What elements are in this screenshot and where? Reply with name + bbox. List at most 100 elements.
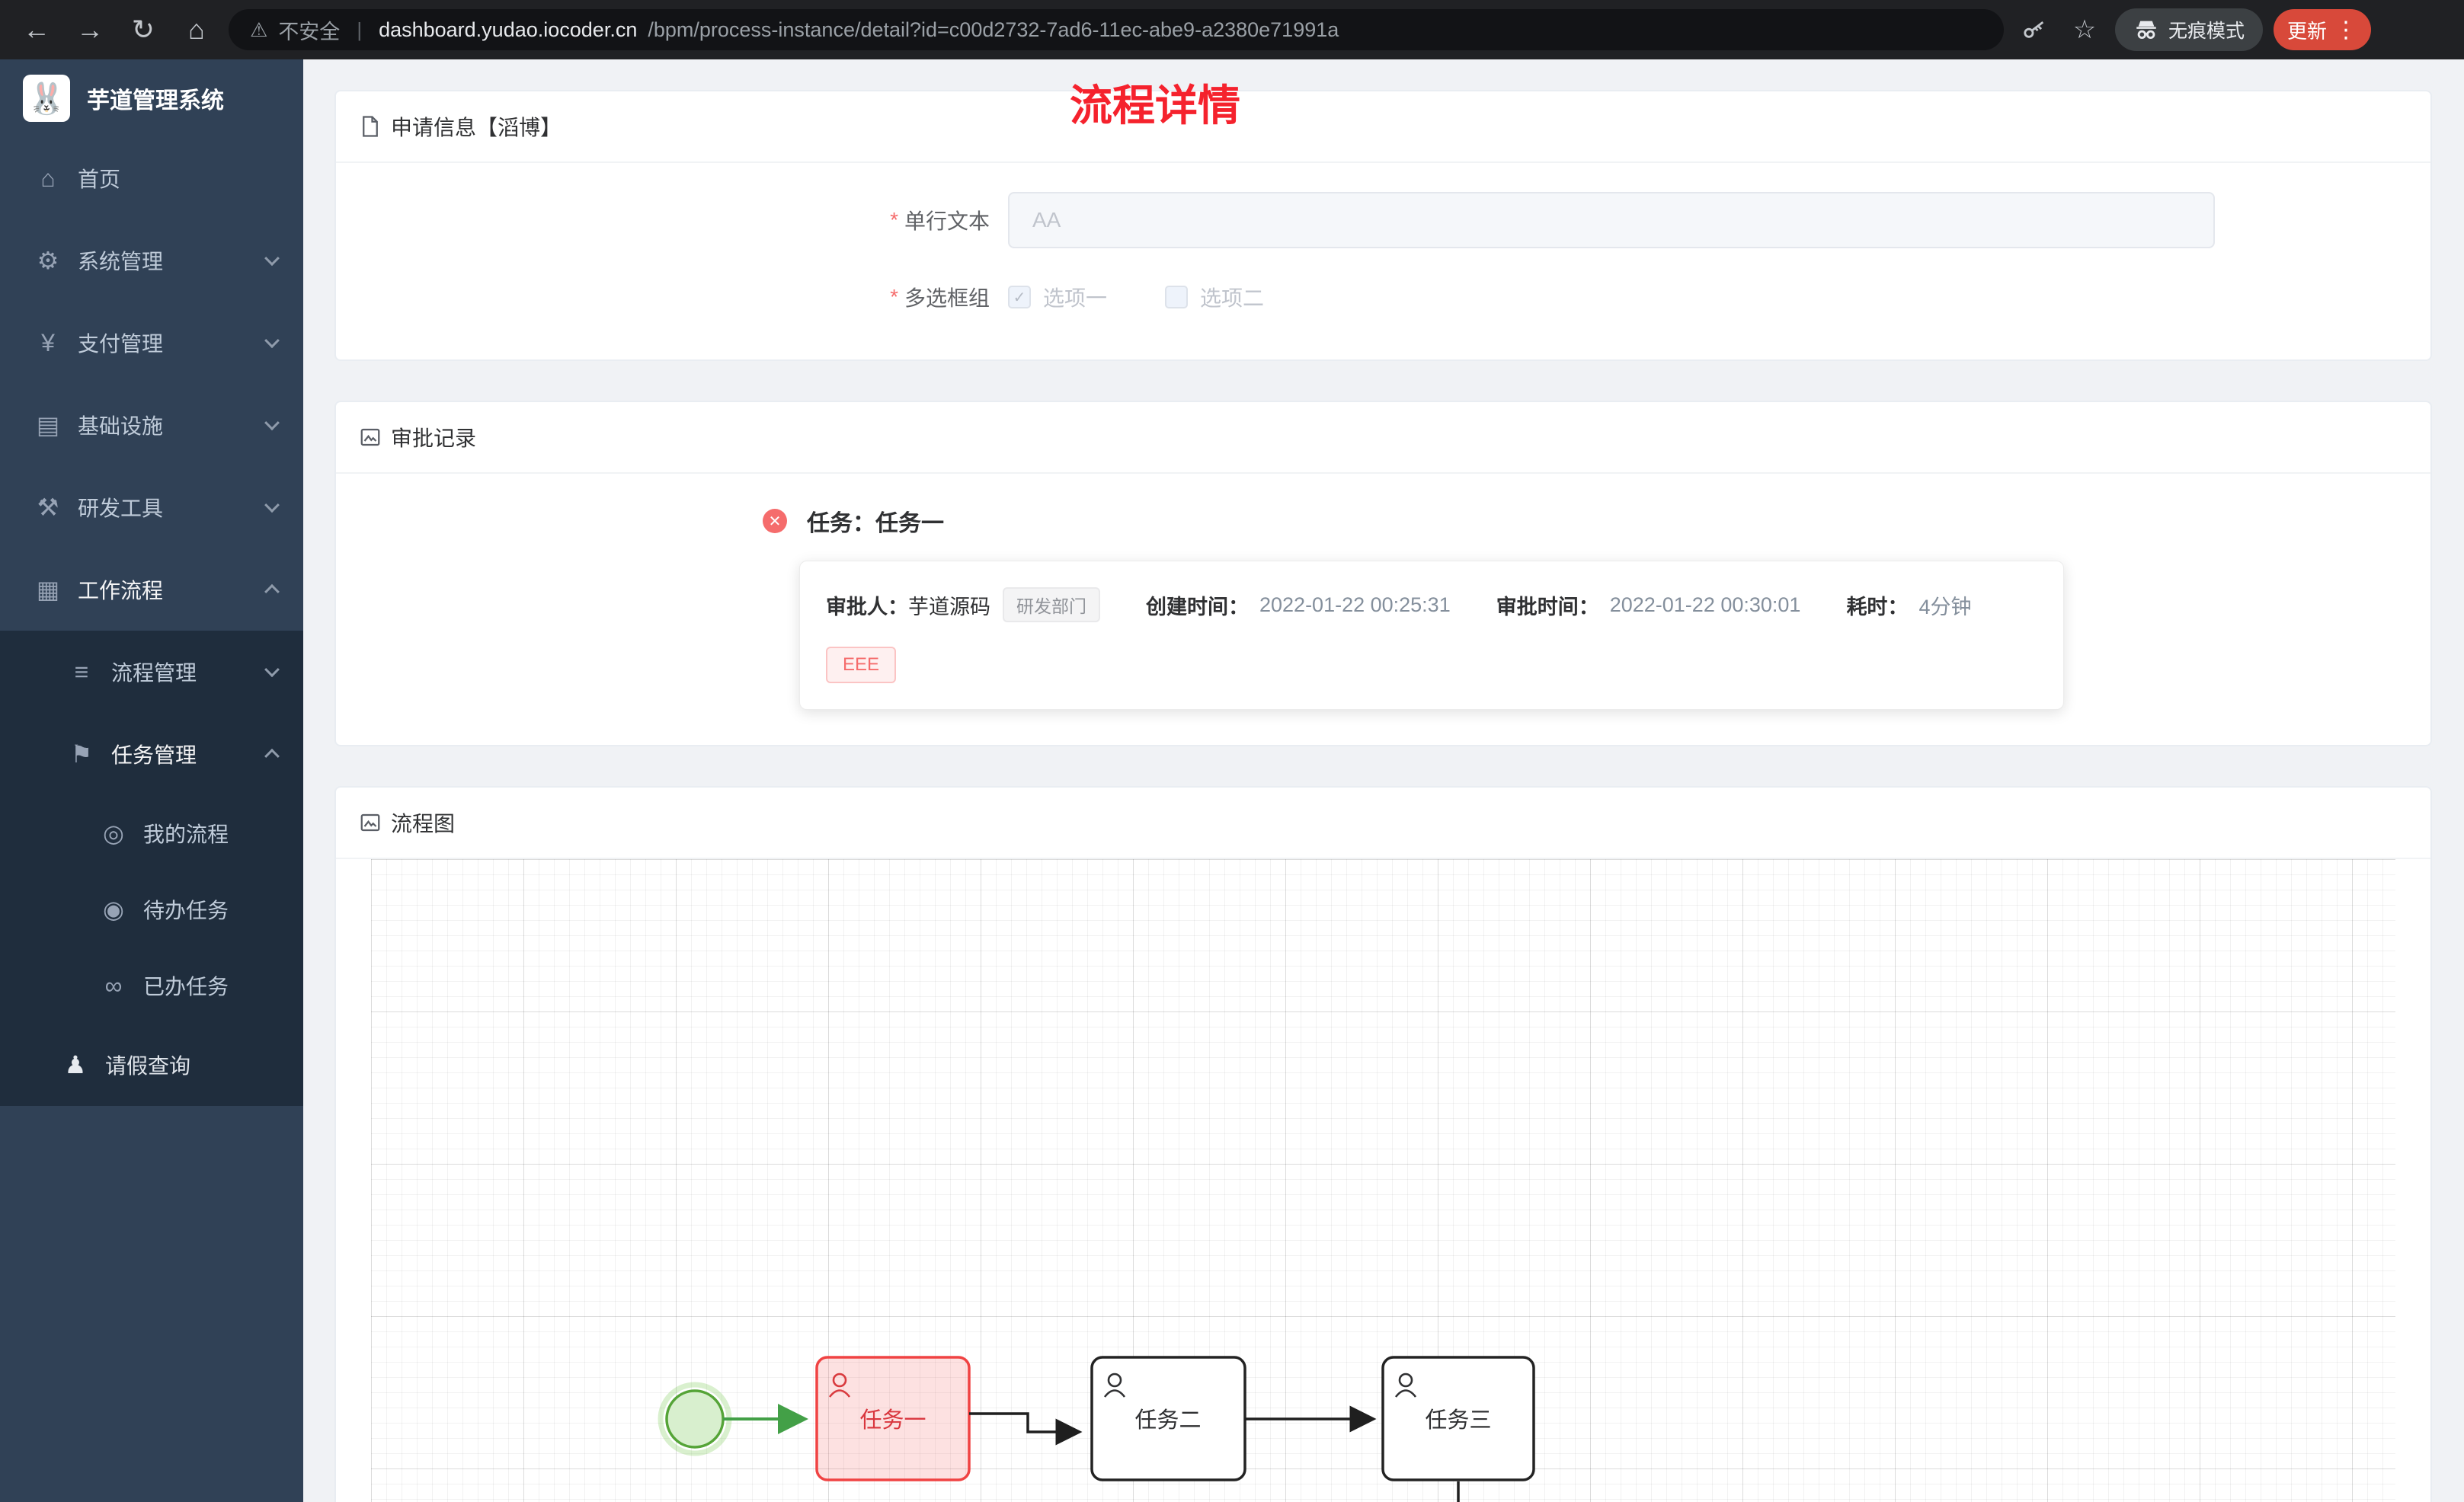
document-icon <box>363 116 378 137</box>
process-diagram-card: 流程图 <box>334 786 2432 1502</box>
chevron-down-icon <box>264 251 280 267</box>
create-time-label: 创建时间： <box>1146 595 1249 618</box>
key-icon <box>2024 21 2044 38</box>
approve-time-value: 2022-01-22 00:30:01 <box>1609 593 1801 616</box>
field-label-text: 单行文本 <box>904 209 990 233</box>
required-mark: * <box>890 208 898 232</box>
chevron-down-icon <box>264 333 280 349</box>
sidebar-item-devtools[interactable]: ⚒ 研发工具 <box>0 466 303 548</box>
not-secure-label[interactable]: 不安全 <box>278 20 341 43</box>
back-button[interactable]: ← <box>23 14 50 45</box>
browser-update-button[interactable]: 更新 ⋮ <box>2274 9 2372 50</box>
sequence-flow <box>969 1412 1083 1446</box>
task-node-2[interactable]: 任务二 <box>1090 1356 1246 1481</box>
picture-icon <box>360 428 380 446</box>
forward-button[interactable]: → <box>76 14 104 45</box>
approver-label: 审批人： <box>826 595 908 618</box>
menu-label: 首页 <box>78 168 121 191</box>
field-label-text: 多选框组 <box>904 286 990 310</box>
task-node-1[interactable]: 任务一 <box>815 1356 971 1481</box>
bpmn-canvas[interactable]: 任务一 任务二 <box>371 859 2395 1502</box>
reload-button[interactable]: ↻ <box>131 14 155 45</box>
sidebar-item-infrastructure[interactable]: ▤ 基础设施 <box>0 384 303 466</box>
sidebar-item-home[interactable]: ⌂ 首页 <box>0 137 303 219</box>
task-label: 任务一 <box>859 1408 926 1433</box>
menu-label: 流程管理 <box>111 661 197 685</box>
menu-label: 支付管理 <box>78 332 164 356</box>
chevron-down-icon <box>264 415 280 431</box>
warning-icon: ⚠ <box>250 18 268 41</box>
tools-icon: ⚒ <box>37 494 59 521</box>
chevron-up-icon <box>264 748 280 764</box>
sidebar-item-workflow[interactable]: ▦ 工作流程 <box>0 548 303 631</box>
sidebar-item-my-processes[interactable]: ◎ 我的流程 <box>0 795 303 871</box>
gear-icon: ⚙ <box>37 247 59 274</box>
menu-label: 请假查询 <box>105 1054 191 1078</box>
menu-label: 系统管理 <box>78 250 164 273</box>
field-label: * 单行文本 <box>336 205 1008 235</box>
checkbox-option-1[interactable]: ✓ 选项一 <box>1008 282 1107 312</box>
checkbox-label: 选项一 <box>1043 286 1108 310</box>
chevron-down-icon <box>264 662 280 678</box>
reject-status-icon: ✕ <box>763 509 787 533</box>
department-tag: 研发部门 <box>1003 587 1100 622</box>
chat-icon: ◎ <box>103 820 124 847</box>
checkbox-unchecked-icon[interactable] <box>1165 286 1189 308</box>
incognito-label: 无痕模式 <box>2168 21 2245 42</box>
glasses-icon: ∞ <box>104 971 123 999</box>
duration-value: 4分钟 <box>1918 595 1972 618</box>
bookmark-star-icon[interactable]: ☆ <box>2072 15 2097 44</box>
address-bar[interactable]: ⚠ 不安全 | dashboard.yudao.iocoder.cn/bpm/p… <box>229 9 2004 50</box>
password-key-icon[interactable] <box>2014 10 2054 50</box>
sidebar-item-payment[interactable]: ¥ 支付管理 <box>0 302 303 384</box>
home-button[interactable]: ⌂ <box>188 14 205 45</box>
menu-label: 研发工具 <box>78 497 164 520</box>
list-icon: ≡ <box>74 657 89 685</box>
process-diagram-title: 流程图 <box>391 812 456 836</box>
sidebar-item-task-management[interactable]: ⚑ 任务管理 <box>0 713 303 795</box>
sidebar-item-process-management[interactable]: ≡ 流程管理 <box>0 631 303 713</box>
sidebar-item-system[interactable]: ⚙ 系统管理 <box>0 219 303 302</box>
approval-detail-panel: 审批人： 芋道源码 研发部门 创建时间： 2022-01-22 00:25:31… <box>799 561 2064 710</box>
menu-label: 工作流程 <box>78 579 164 602</box>
apply-info-card: 申请信息【滔博】 * 单行文本 * 多选框组 ✓ 选项一 <box>334 90 2432 361</box>
app-title: 芋道管理系统 <box>87 88 224 113</box>
menu-kebab-icon[interactable]: ⋮ <box>2334 17 2358 43</box>
page-title: 流程详情 <box>1070 81 1240 129</box>
checkbox-group: ✓ 选项一 选项二 <box>1008 282 1264 312</box>
sidebar-item-done-tasks[interactable]: ∞ 已办任务 <box>0 948 303 1024</box>
apply-form: * 单行文本 * 多选框组 ✓ 选项一 选项二 <box>336 163 2430 360</box>
briefcase-icon: ▦ <box>36 576 60 603</box>
approval-meta-row: 审批人： 芋道源码 研发部门 创建时间： 2022-01-22 00:25:31… <box>826 587 2037 622</box>
url-path: /bpm/process-instance/detail?id=c00d2732… <box>648 18 1339 41</box>
update-label: 更新 <box>2287 19 2328 43</box>
single-line-text-input[interactable] <box>1008 192 2215 248</box>
bpmn-diagram: 任务一 任务二 <box>658 1356 1535 1502</box>
duration-label: 耗时： <box>1846 595 1909 618</box>
yen-icon: ¥ <box>41 328 55 356</box>
sidebar-menu: ⌂ 首页 ⚙ 系统管理 ¥ 支付管理 ▤ 基础设施 ⚒ 研发工具 ▦ 工作流程 <box>0 137 303 1106</box>
chevron-down-icon <box>264 497 280 513</box>
incognito-badge[interactable]: 无痕模式 <box>2115 8 2264 51</box>
eye-icon: ◉ <box>103 896 124 923</box>
app-logo: 🐰 芋道管理系统 <box>0 59 303 137</box>
checkbox-option-2[interactable]: 选项二 <box>1165 282 1264 312</box>
sidebar-item-leave-query[interactable]: ♟ 请假查询 <box>0 1024 303 1106</box>
form-row-text: * 单行文本 <box>336 192 2430 248</box>
dashboard-icon: ⌂ <box>40 164 56 192</box>
sidebar-item-todo-tasks[interactable]: ◉ 待办任务 <box>0 871 303 948</box>
task-label: 任务二 <box>1134 1408 1201 1433</box>
task-node-3[interactable]: 任务三 <box>1381 1356 1535 1481</box>
main-content: 流程详情 申请信息【滔博】 * 单行文本 * 多选框组 <box>303 59 2464 1502</box>
required-mark: * <box>890 285 898 308</box>
timeline-item: ✕ 任务：任务一 <box>763 504 2430 538</box>
field-label: * 多选框组 <box>336 282 1008 312</box>
logo-avatar: 🐰 <box>23 75 70 122</box>
checkbox-checked-icon[interactable]: ✓ <box>1008 286 1031 308</box>
user-task-icon <box>1394 1373 1417 1398</box>
start-event-node[interactable] <box>658 1382 732 1456</box>
form-row-checkbox-group: * 多选框组 ✓ 选项一 选项二 <box>336 282 2430 312</box>
sidebar: 🐰 芋道管理系统 ⌂ 首页 ⚙ 系统管理 ¥ 支付管理 ▤ 基础设施 ⚒ 研发工… <box>0 59 303 1502</box>
approval-record-card-header: 审批记录 <box>336 402 2430 474</box>
apply-info-title: 申请信息【滔博】 <box>391 116 562 139</box>
